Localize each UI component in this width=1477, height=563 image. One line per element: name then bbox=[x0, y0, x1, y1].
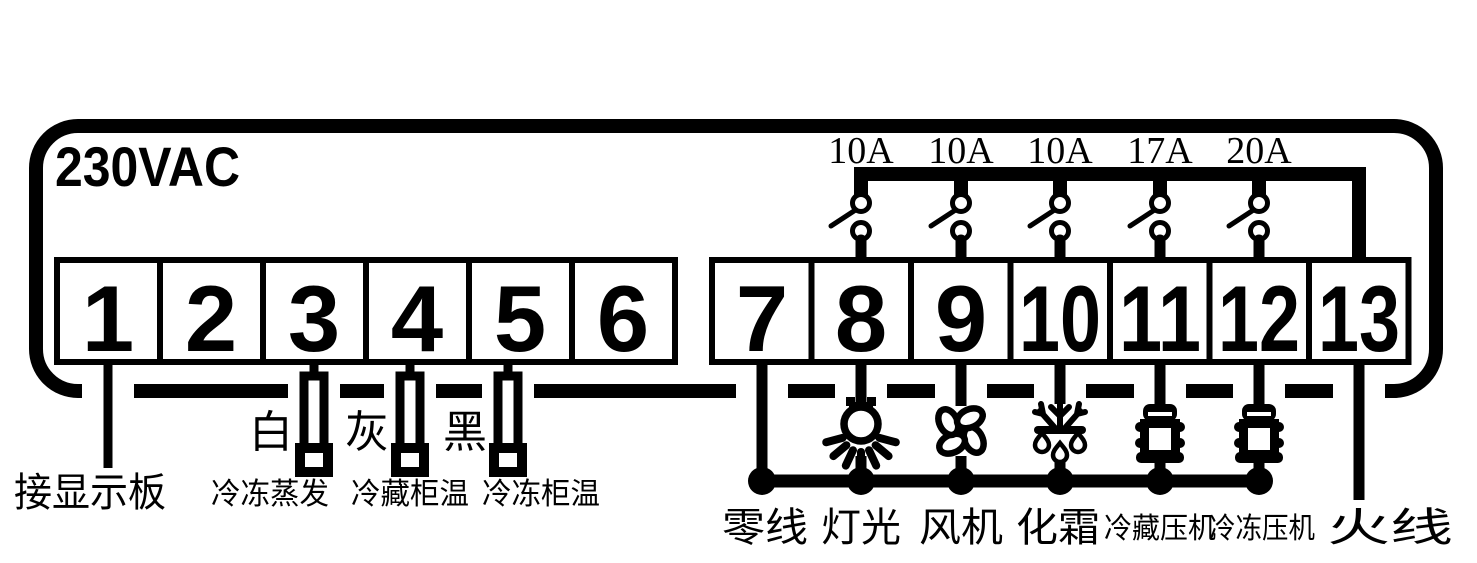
terminal-4: 4 bbox=[391, 266, 443, 371]
fuse-rating-2: 10A bbox=[928, 130, 994, 172]
output-label-neutral: 零线 bbox=[722, 505, 808, 550]
output-label-freezer-compressor: 冷冻压机 bbox=[1209, 512, 1315, 545]
terminal-12: 12 bbox=[1218, 266, 1300, 371]
compressor-icon-fridge bbox=[1135, 404, 1185, 463]
terminal-5: 5 bbox=[494, 266, 546, 371]
probe-color-black: 黑 bbox=[443, 408, 487, 457]
output-label-defrost: 化霜 bbox=[1016, 505, 1100, 550]
terminal-3: 3 bbox=[288, 266, 340, 371]
output-label-fan: 风机 bbox=[919, 505, 1003, 550]
voltage-label: 230VAC bbox=[55, 135, 240, 198]
fuse-rating-1: 10A bbox=[828, 130, 894, 172]
output-label-light: 灯光 bbox=[821, 505, 901, 550]
terminal-block-1-6 bbox=[54, 257, 678, 365]
lamp-icon bbox=[822, 397, 900, 473]
probe-label-freezer-temp: 冷冻柜温 bbox=[482, 478, 600, 511]
fuse-rating-3: 10A bbox=[1027, 130, 1093, 172]
fan-icon bbox=[935, 405, 987, 457]
terminal-8: 8 bbox=[835, 266, 887, 371]
terminal-6: 6 bbox=[597, 266, 649, 371]
terminal-10: 10 bbox=[1019, 266, 1101, 371]
output-label-live: 火线 bbox=[1327, 505, 1453, 550]
defrost-snowflake-icon bbox=[1032, 396, 1088, 465]
switch-icon-light bbox=[828, 192, 872, 268]
terminal-7: 7 bbox=[736, 266, 788, 371]
terminal-11: 11 bbox=[1119, 266, 1201, 371]
junction-dots bbox=[748, 467, 1273, 495]
relay-switch-icons bbox=[828, 192, 1270, 268]
probe-icon-freezer-evap bbox=[295, 362, 333, 477]
fuse-rating-5: 20A bbox=[1226, 130, 1292, 172]
probe-label-freezer-evap: 冷冻蒸发 bbox=[211, 478, 329, 511]
terminal-13: 13 bbox=[1318, 266, 1400, 371]
output-label-fridge-compressor: 冷藏压机 bbox=[1104, 512, 1216, 545]
compressor-icon-freezer bbox=[1234, 404, 1284, 463]
probe-label-fridge-temp: 冷藏柜温 bbox=[351, 478, 469, 511]
terminal-block-7-13 bbox=[709, 257, 1412, 365]
switch-icon-fan bbox=[928, 192, 972, 268]
switch-icon-defrost bbox=[1027, 192, 1071, 268]
probe-icon-freezer-temp bbox=[489, 362, 527, 477]
fuse-bus bbox=[854, 167, 1366, 260]
terminal-1: 1 bbox=[82, 266, 134, 371]
probe-color-gray: 灰 bbox=[345, 408, 389, 457]
sensor-probe-icons bbox=[295, 362, 527, 477]
probe-color-white: 白 bbox=[249, 408, 293, 457]
probe-icon-fridge-temp bbox=[391, 362, 429, 477]
fuse-rating-4: 17A bbox=[1127, 130, 1193, 172]
switch-icon-fridge-compressor bbox=[1127, 192, 1171, 268]
switch-icon-freezer-compressor bbox=[1226, 192, 1270, 268]
terminal-9: 9 bbox=[935, 266, 987, 371]
display-board-label: 接显示板 bbox=[14, 470, 166, 515]
terminal-2: 2 bbox=[185, 266, 237, 371]
